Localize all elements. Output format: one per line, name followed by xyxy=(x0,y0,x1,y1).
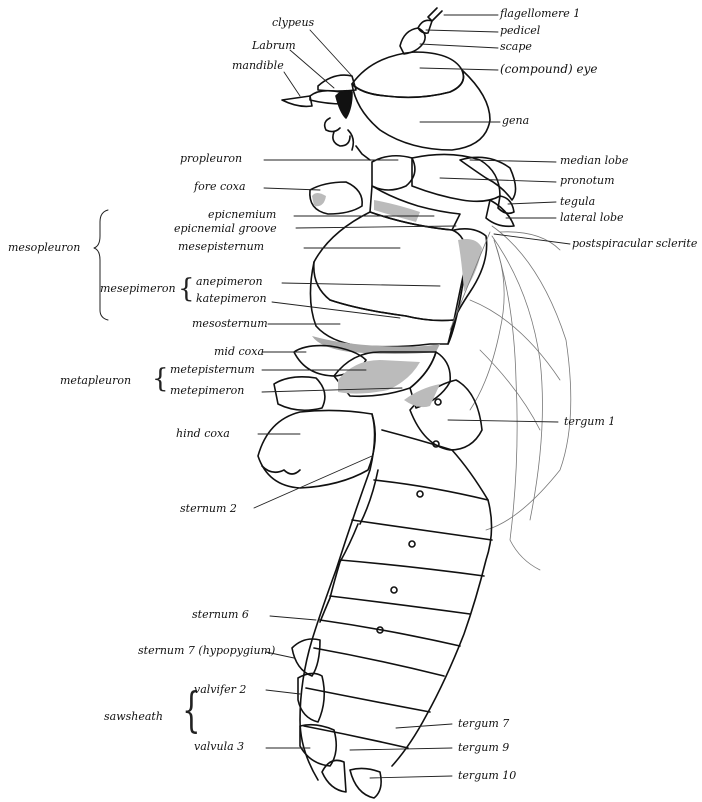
sterna-lines xyxy=(320,470,378,622)
propleuron-shape xyxy=(372,156,415,190)
label-epicnemium: epicnemium xyxy=(208,209,276,221)
fore-coxa-dots xyxy=(312,193,326,206)
abdomen xyxy=(292,380,492,798)
label-clypeus: clypeus xyxy=(272,17,314,29)
label-gena: gena xyxy=(502,115,529,127)
label-metepisternum: metepisternum xyxy=(170,364,255,376)
label-flagellomere: flagellomere 1 xyxy=(500,8,580,20)
mesosternum-shape xyxy=(310,262,454,347)
label-valvula-3: valvula 3 xyxy=(194,741,244,753)
label-pronotum: pronotum xyxy=(560,175,615,187)
hind-coxa-shape xyxy=(258,410,375,488)
label-mesepisternum: mesepisternum xyxy=(178,241,264,253)
label-anepimeron: anepimeron xyxy=(196,276,263,288)
label-sternum-2: sternum 2 xyxy=(180,503,237,515)
label-mesopleuron: mesopleuron xyxy=(8,242,80,254)
compound-eye xyxy=(352,52,464,97)
mouthparts-dark xyxy=(336,91,352,118)
gena xyxy=(352,70,490,150)
label-labrum: Labrum xyxy=(252,40,296,52)
label-mesepimeron: mesepimeron xyxy=(100,283,176,295)
palps xyxy=(325,118,370,160)
valvifer-shape xyxy=(298,673,324,722)
label-scape: scape xyxy=(500,41,532,53)
label-epicnemial-groove: epicnemial groove xyxy=(174,223,277,235)
label-tegula: tegula xyxy=(560,196,595,208)
leg-segment xyxy=(274,377,325,410)
spiracle xyxy=(417,491,423,497)
metapleuron-brace: { xyxy=(152,366,169,392)
label-tergum-1: tergum 1 xyxy=(564,416,615,428)
label-postspiracular-sclerite: postspiracular sclerite xyxy=(572,238,697,250)
label-tergum-9: tergum 9 xyxy=(458,742,509,754)
spiracle xyxy=(409,541,415,547)
mesopleuron-bracket xyxy=(94,210,108,320)
hypopygium-shape xyxy=(292,639,320,676)
label-valvifer-2: valvifer 2 xyxy=(194,684,246,696)
label-propleuron: propleuron xyxy=(180,153,242,165)
label-metepimeron: metepimeron xyxy=(170,385,244,397)
label-median-lobe: median lobe xyxy=(560,155,628,167)
label-sternum-7: sternum 7 (hypopygium) xyxy=(138,645,275,657)
spiracle xyxy=(391,587,397,593)
label-katepimeron: katepimeron xyxy=(196,293,267,305)
mesepimeron-brace: { xyxy=(178,276,195,302)
label-sternum-6: sternum 6 xyxy=(192,609,249,621)
label-mesosternum: mesosternum xyxy=(192,318,268,330)
label-hind-coxa: hind coxa xyxy=(176,428,230,440)
label-mid-coxa: mid coxa xyxy=(214,346,264,358)
mandible-shape xyxy=(282,96,312,106)
label-lateral-lobe: lateral lobe xyxy=(560,212,624,224)
antenna-pedicel xyxy=(418,20,432,33)
label-metapleuron: metapleuron xyxy=(60,375,131,387)
label-tergum-7: tergum 7 xyxy=(458,718,509,730)
mesepisternum-shape xyxy=(314,212,466,321)
label-compound-eye: (compound) eye xyxy=(500,63,598,75)
clypeus-shape xyxy=(318,75,356,91)
label-sawsheath: sawsheath xyxy=(104,711,163,723)
label-fore-coxa: fore coxa xyxy=(194,181,246,193)
epicnemium-dots xyxy=(374,200,420,222)
spiracle xyxy=(435,399,441,405)
label-pedicel: pedicel xyxy=(500,25,540,37)
antenna-flagellomere xyxy=(428,8,442,21)
label-mandible: mandible xyxy=(232,60,284,72)
label-tergum-10: tergum 10 xyxy=(458,770,516,782)
